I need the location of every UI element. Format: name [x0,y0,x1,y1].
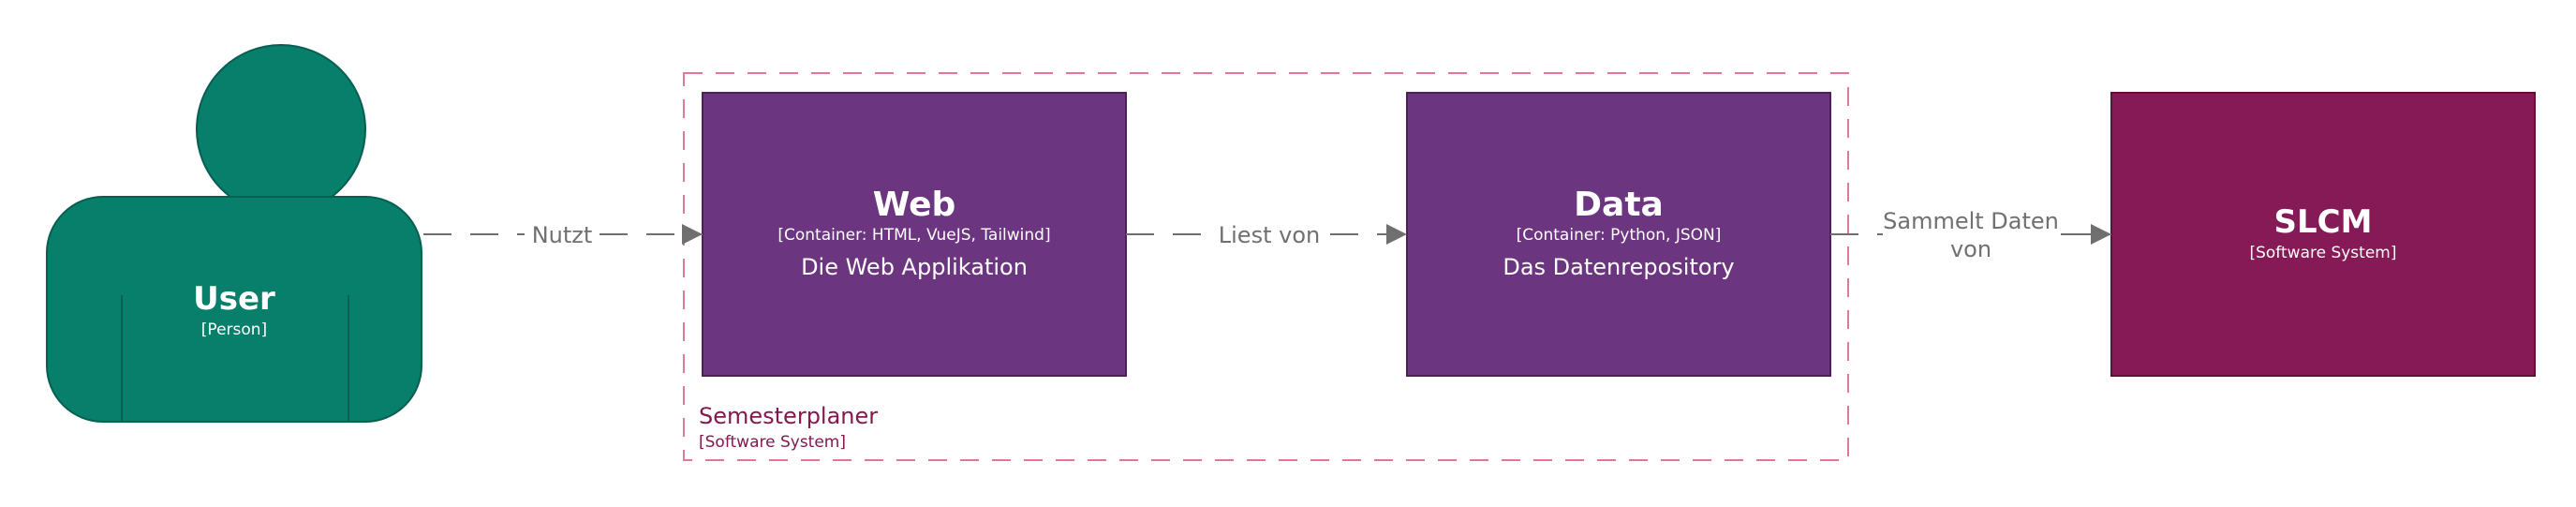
container-data[interactable]: Data [Container: Python, JSON] Das Daten… [1406,92,1831,377]
system-slcm-type: [Software System] [2249,244,2396,262]
container-data-description: Das Datenrepository [1503,254,1734,280]
system-slcm-name: SLCM [2274,203,2373,241]
system-slcm-box [2110,92,2536,377]
container-web[interactable]: Web [Container: HTML, VueJS, Tailwind] D… [702,92,1127,377]
person-name: User [193,280,275,318]
person-head-icon [196,44,366,215]
person-type: [Person] [201,321,267,339]
boundary-frame [683,72,1849,461]
container-data-name: Data [1574,186,1664,224]
system-slcm[interactable]: SLCM [Software System] [2110,92,2536,377]
boundary-title: Semesterplaner [699,403,878,429]
edge-user-to-web[interactable]: Nutzt [423,222,703,248]
edge-user-web-label: Nutzt [532,222,593,248]
person-body-icon [46,196,422,423]
container-web-tech: [Container: HTML, VueJS, Tailwind] [777,226,1050,245]
container-data-box [1406,92,1831,377]
edge-data-to-slcm[interactable]: Sammelt Daten von [1830,208,2111,262]
container-web-description: Die Web Applikation [801,254,1028,280]
container-web-name: Web [873,186,956,224]
person-user[interactable]: User [Person] [46,44,422,423]
system-boundary-semesterplaner: Semesterplaner [Software System] [683,72,1849,461]
edge-web-data-label: Liest von [1219,222,1320,248]
edge-data-slcm-label-line1: Sammelt Daten [1883,208,2059,234]
edge-web-to-data[interactable]: Liest von [1126,222,1407,248]
boundary-type: [Software System] [699,433,846,452]
container-data-tech: [Container: Python, JSON] [1517,226,1722,245]
edge-data-slcm-label-line2: von [1950,236,1991,262]
